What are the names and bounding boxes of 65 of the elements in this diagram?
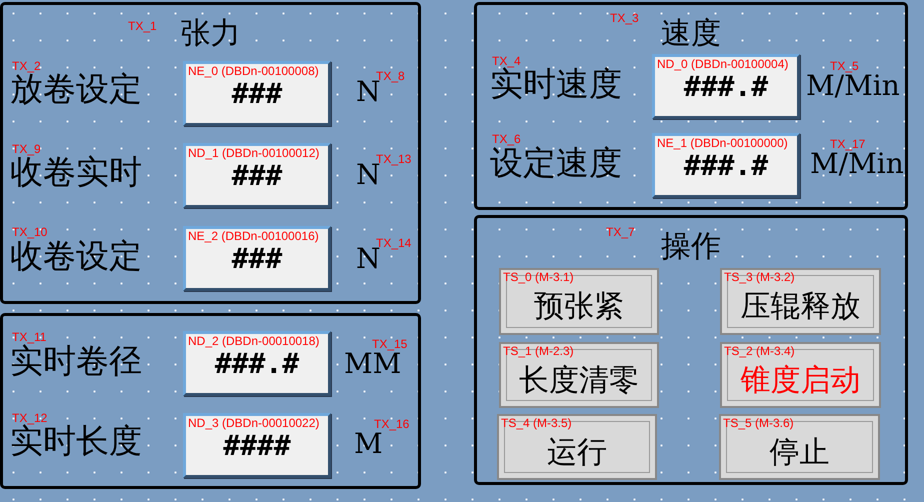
tag-text: TX_10 [12,226,48,238]
push-button: TS_1 (M-2.3) 长度清零 [499,342,659,408]
push-button: TS_4 (M-3.5) 运行 [497,414,657,480]
field-value: ### [232,79,282,109]
field-tag: NE_1 (DBDn-00100000) [657,137,788,150]
field-tag: ND_0 (DBDn-00100004) [657,58,788,71]
field-value: ### [232,244,282,274]
number-field [183,413,331,478]
panel [474,2,908,210]
field-tag: ND_1 (DBDn-00100012) [188,147,320,160]
field-label: 设定速度 [490,146,622,179]
push-button: TS_2 (M-3.4) 锥度启动 [720,342,881,408]
tag-text: TX_12 [12,412,48,424]
push-button: TS_5 (M-3.6) 停止 [719,414,880,480]
field-tag: NE_0 (DBDn-00100008) [188,65,319,78]
panel [474,215,908,485]
number-field [652,54,800,119]
button-tag: TS_1 (M-2.3) [503,345,574,358]
tag-text: TX_6 [492,133,521,145]
field-tag: NE_2 (DBDn-00100016) [188,230,319,243]
push-button: TS_0 (M-3.1) 预张紧 [499,268,659,335]
field-value: ###.# [684,72,768,102]
number-field [183,143,331,208]
number-field [183,331,331,396]
tag-text: TX_7 [606,226,635,238]
tag-text: TX_15 [372,338,408,350]
field-label: 实时长度 [10,424,142,457]
field-label: 实时速度 [490,67,622,100]
panel [0,313,421,489]
button-tag: TS_4 (M-3.5) [501,417,572,430]
panel-title: 张力 [180,15,240,53]
field-value: ###.# [214,349,300,379]
button-tag: TS_2 (M-3.4) [724,345,795,358]
field-label: 放卷设定 [10,72,142,105]
field-label: 实时卷径 [10,344,142,377]
button-tag: TS_5 (M-3.6) [723,417,794,430]
tag-text: TX_5 [830,60,859,72]
tag-text: TX_1 [128,20,157,32]
push-button: TS_3 (M-3.2) 压辊释放 [720,268,881,335]
unit-text: MM [344,350,402,378]
tag-text: TX_9 [12,143,41,155]
unit-text: M [354,430,383,458]
field-label: 收卷设定 [10,239,142,272]
field-label: 收卷实时 [10,155,142,188]
tag-text: TX_4 [492,55,521,67]
button-tag: TS_3 (M-3.2) [724,271,795,284]
tag-text: TX_11 [12,331,46,343]
tag-text: TX_3 [610,12,639,24]
unit-text: M/Min [810,150,904,178]
unit-text: M/Min [806,72,900,100]
button-tag: TS_0 (M-3.1) [503,271,574,284]
panel [0,2,421,304]
field-tag: ND_2 (DBDn-00010018) [188,335,320,348]
tag-text: TX_2 [12,60,41,72]
panel-title: 速度 [661,15,721,53]
number-field [183,226,331,291]
tag-text: TX_16 [374,418,410,430]
field-value: ### [232,161,282,191]
number-field [183,61,331,126]
field-value: ###.# [684,151,768,181]
panel-title: 操作 [661,228,721,266]
field-tag: ND_3 (DBDn-00010022) [188,417,320,430]
tag-text: TX_17 [830,138,866,150]
field-value: #### [223,431,291,461]
number-field [652,133,800,198]
